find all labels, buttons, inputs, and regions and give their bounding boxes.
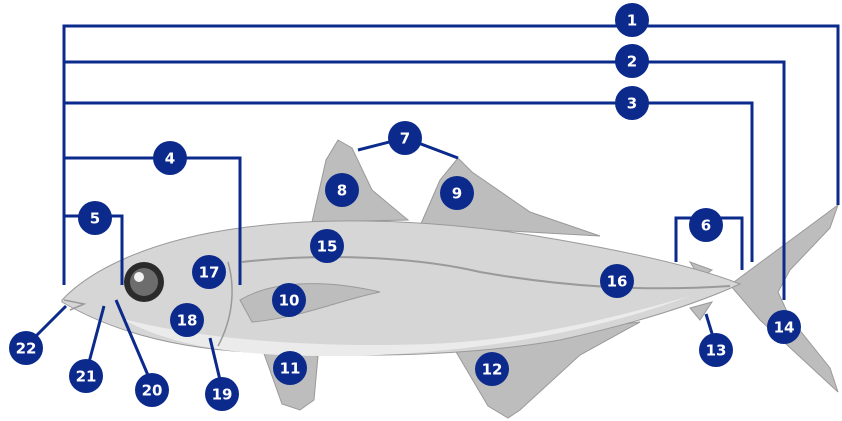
leader-4 (64, 156, 242, 285)
callout-11-label: 11 (280, 360, 301, 378)
mouth (63, 299, 87, 311)
callout-14: 14 (767, 310, 801, 344)
callout-21: 21 (69, 359, 103, 393)
callout-7-label: 7 (400, 130, 410, 148)
leader-3 (64, 101, 754, 262)
callout-5-label: 5 (90, 210, 100, 228)
leader-19 (208, 337, 222, 381)
callout-13: 13 (699, 333, 733, 367)
leader-lines (28, 24, 840, 381)
second-dorsal-fin (419, 157, 601, 237)
callout-15: 15 (310, 229, 344, 263)
callout-9-label: 9 (452, 185, 462, 203)
callout-6: 6 (689, 208, 723, 242)
callout-4-label: 4 (165, 150, 175, 168)
callout-22-label: 22 (16, 340, 37, 358)
callout-15-label: 15 (317, 238, 338, 256)
callout-22: 22 (9, 331, 43, 365)
callout-17: 17 (192, 255, 226, 289)
callout-8: 8 (325, 173, 359, 207)
finlet-bottom (689, 301, 714, 321)
callout-3: 3 (615, 86, 649, 120)
caudal-fin (729, 203, 840, 393)
callout-badges: 1 2 3 4 5 6 7 8 (9, 3, 801, 411)
callout-12: 12 (475, 352, 509, 386)
callout-7: 7 (388, 121, 422, 155)
leader-20 (114, 299, 152, 381)
callout-12-label: 12 (482, 361, 503, 379)
leader-21 (86, 305, 106, 367)
callout-18-label: 18 (177, 312, 198, 330)
callout-19-label: 19 (212, 386, 233, 404)
callout-11: 11 (273, 351, 307, 385)
callout-10: 10 (272, 283, 306, 317)
callout-5: 5 (78, 201, 112, 235)
callout-16-label: 16 (607, 273, 628, 291)
callout-1-label: 1 (627, 12, 637, 30)
callout-14-label: 14 (774, 319, 795, 337)
callout-8-label: 8 (337, 182, 347, 200)
leader-1 (62, 24, 840, 285)
callout-13-label: 13 (706, 342, 727, 360)
callout-4: 4 (153, 141, 187, 175)
eye-iris (130, 268, 158, 296)
callout-19: 19 (205, 377, 239, 411)
leader-2 (64, 60, 786, 300)
callout-20: 20 (135, 373, 169, 407)
callout-10-label: 10 (279, 292, 300, 310)
callout-16: 16 (600, 264, 634, 298)
callout-3-label: 3 (627, 95, 637, 113)
callout-9: 9 (440, 176, 474, 210)
fish-illustration (61, 139, 840, 419)
callout-2: 2 (615, 44, 649, 78)
callout-2-label: 2 (627, 53, 637, 71)
callout-21-label: 21 (76, 368, 97, 386)
eye-highlight (134, 272, 144, 282)
fish-belly (120, 296, 690, 356)
operculum-edge (217, 261, 233, 347)
first-dorsal-fin (311, 139, 410, 223)
callout-17-label: 17 (199, 264, 220, 282)
callout-6-label: 6 (701, 217, 711, 235)
callout-18: 18 (170, 303, 204, 337)
callout-1: 1 (615, 3, 649, 37)
callout-20-label: 20 (142, 382, 163, 400)
